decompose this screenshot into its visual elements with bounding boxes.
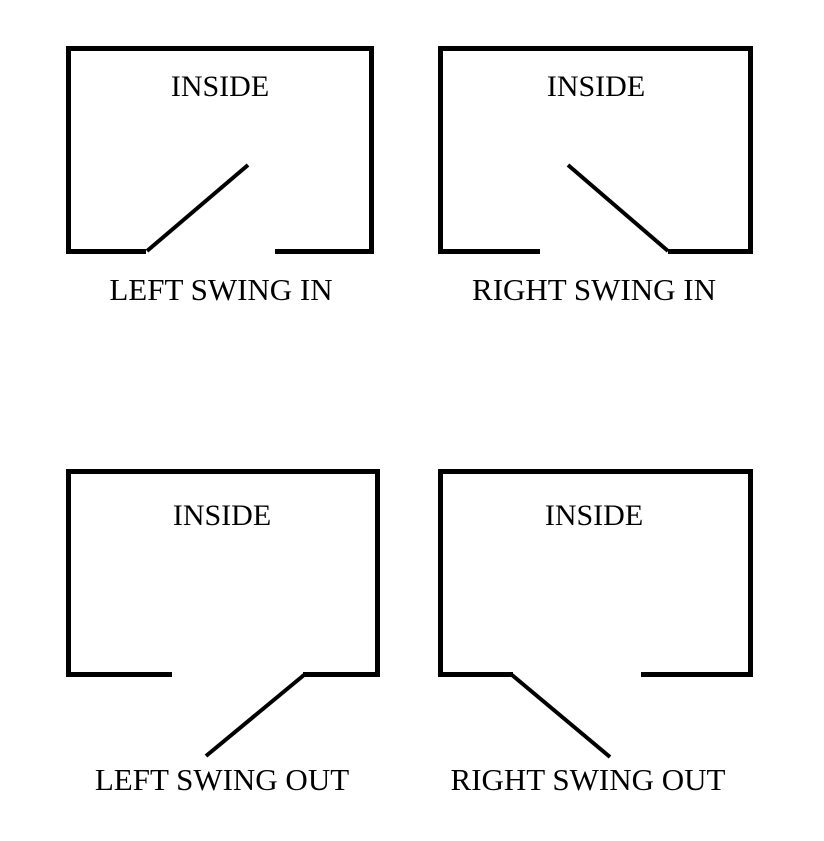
inside-label-left-swing-out: INSIDE [172,499,272,532]
caption-left-swing-out: LEFT SWING OUT [94,762,350,797]
room-outline-right-swing-in [438,46,753,254]
room-outline-left-swing-in [66,46,374,254]
door-leaf-left-swing-out [204,673,306,758]
diagram-right-swing-out [438,469,753,759]
caption-right-swing-in: RIGHT SWING IN [472,272,716,307]
diagram-left-swing-out [66,469,380,758]
door-leaf-right-swing-out [510,673,612,759]
door-leaf-left-swing-in [145,163,250,253]
room-outline-left-swing-out [66,469,380,677]
room-outline-right-swing-out [438,469,753,677]
diagram-right-swing-in [438,46,753,254]
inside-label-left-swing-in: INSIDE [170,70,270,103]
door-leaf-right-swing-in [566,163,670,253]
inside-label-right-swing-out: INSIDE [544,499,644,532]
caption-left-swing-in: LEFT SWING IN [109,272,333,307]
diagram-left-swing-in [66,46,374,254]
caption-right-swing-out: RIGHT SWING OUT [450,762,726,797]
inside-label-right-swing-in: INSIDE [546,70,646,103]
